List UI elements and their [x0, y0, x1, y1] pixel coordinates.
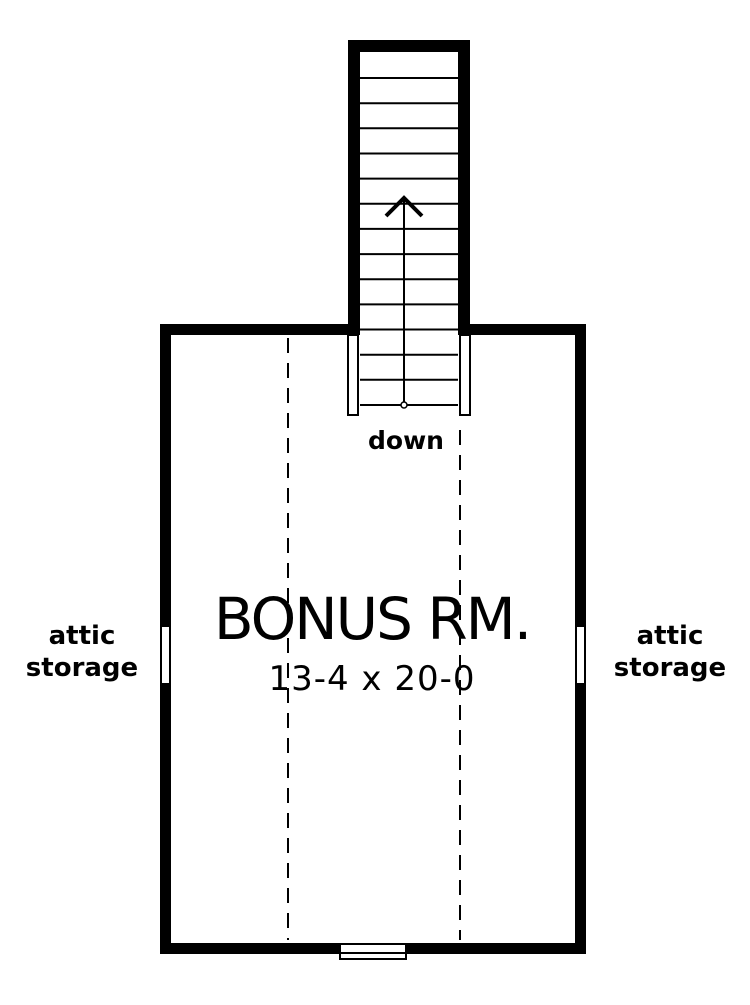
stair-rail-left	[347, 334, 359, 416]
window-right	[575, 625, 586, 685]
right-wall-lower	[575, 684, 586, 954]
stair-wall-top	[348, 40, 470, 52]
stair-rails	[347, 334, 471, 416]
stair-rail-right	[459, 334, 471, 416]
top-wall-left	[160, 324, 360, 335]
knee-wall-lines	[287, 338, 461, 940]
stair-arrow-origin	[400, 401, 408, 409]
stair-treads	[360, 77, 458, 406]
left-wall-lower	[160, 684, 171, 954]
stair-arrow-head	[384, 195, 424, 218]
right-wall-upper	[575, 324, 586, 626]
attic-storage-left: attic storage	[14, 620, 150, 684]
stair-direction-label: down	[368, 426, 444, 455]
attic-left-line2: storage	[25, 653, 139, 683]
attic-storage-right: attic storage	[600, 620, 740, 684]
attic-left-line1: attic	[48, 621, 116, 651]
stair-wall-left	[348, 40, 360, 335]
window-left	[160, 625, 171, 685]
attic-right-line1: attic	[636, 621, 704, 651]
room-dimensions: 13-4 x 20-0	[268, 659, 476, 699]
window-bottom	[339, 943, 407, 960]
top-wall-right	[458, 324, 586, 335]
room-name: BONUS RM.	[213, 585, 532, 653]
stair-arrow	[384, 195, 424, 409]
stair-wall-right	[458, 40, 470, 335]
stair-walls	[348, 40, 470, 335]
left-wall-upper	[160, 324, 171, 626]
attic-right-line2: storage	[613, 653, 727, 683]
